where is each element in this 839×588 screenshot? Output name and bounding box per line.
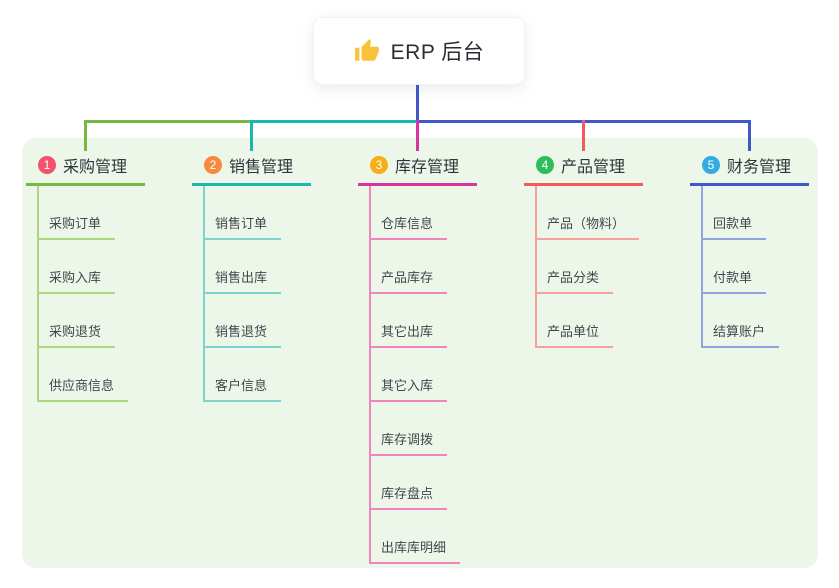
mindmap-panel-background [22, 138, 818, 568]
child-node[interactable]: 产品分类 [537, 267, 614, 294]
child-node[interactable]: 仓库信息 [371, 213, 448, 240]
bus-segment-green [85, 120, 252, 123]
child-row: 其它出库 [371, 294, 477, 348]
child-node[interactable]: 供应商信息 [39, 375, 129, 402]
child-row: 销售出库 [205, 240, 311, 294]
child-node[interactable]: 产品（物料） [537, 213, 640, 240]
branch-connector-line [748, 120, 751, 151]
branch-title: 采购管理 [63, 159, 128, 176]
child-node[interactable]: 销售出库 [205, 267, 282, 294]
child-row: 采购入库 [39, 240, 145, 294]
child-row: 客户信息 [205, 348, 311, 402]
child-node[interactable]: 库存盘点 [371, 483, 448, 510]
branch: 2 销售管理 销售订单 销售出库 销售退货 客户信息 [192, 150, 311, 402]
child-row: 采购退货 [39, 294, 145, 348]
child-row: 出库库明细 [371, 510, 477, 564]
branch-number-badge: 1 [38, 156, 56, 174]
branch: 5 财务管理 回款单 付款单 结算账户 [690, 150, 809, 348]
branch-number-badge: 3 [370, 156, 388, 174]
branch: 1 采购管理 采购订单 采购入库 采购退货 供应商信息 [26, 150, 145, 402]
branch-children: 回款单 付款单 结算账户 [701, 186, 809, 348]
child-node[interactable]: 客户信息 [205, 375, 282, 402]
child-node[interactable]: 库存调拨 [371, 429, 448, 456]
root-node[interactable]: ERP 后台 [313, 17, 525, 85]
child-row: 回款单 [703, 186, 809, 240]
child-row: 仓库信息 [371, 186, 477, 240]
branch-connector-line [84, 120, 87, 151]
child-row: 付款单 [703, 240, 809, 294]
child-node[interactable]: 采购退货 [39, 321, 116, 348]
child-row: 库存盘点 [371, 456, 477, 510]
child-node[interactable]: 销售订单 [205, 213, 282, 240]
child-node[interactable]: 其它入库 [371, 375, 448, 402]
child-row: 产品单位 [537, 294, 643, 348]
branch-connector-line [582, 120, 585, 151]
child-row: 产品库存 [371, 240, 477, 294]
branch-header[interactable]: 2 销售管理 [192, 150, 311, 186]
child-node[interactable]: 其它出库 [371, 321, 448, 348]
branch-title: 财务管理 [727, 159, 792, 176]
thumbs-up-icon [354, 38, 380, 64]
child-node[interactable]: 产品单位 [537, 321, 614, 348]
child-node[interactable]: 销售退货 [205, 321, 282, 348]
branch-children: 仓库信息 产品库存 其它出库 其它入库 库存调拨 库存盘点 出库库明细 [369, 186, 477, 564]
child-node[interactable]: 结算账户 [703, 321, 780, 348]
branch-children: 销售订单 销售出库 销售退货 客户信息 [203, 186, 311, 402]
child-node[interactable]: 付款单 [703, 267, 767, 294]
child-row: 销售退货 [205, 294, 311, 348]
root-connector-line [416, 83, 419, 123]
branch-number-badge: 2 [204, 156, 222, 174]
child-node[interactable]: 产品库存 [371, 267, 448, 294]
child-row: 产品（物料） [537, 186, 643, 240]
branch-connector-line [416, 120, 419, 151]
child-row: 销售订单 [205, 186, 311, 240]
branch-title: 库存管理 [395, 159, 460, 176]
child-row: 其它入库 [371, 348, 477, 402]
child-node[interactable]: 采购订单 [39, 213, 116, 240]
child-node[interactable]: 出库库明细 [371, 537, 461, 564]
branch-number-badge: 4 [536, 156, 554, 174]
branch-header[interactable]: 1 采购管理 [26, 150, 145, 186]
branch-title: 产品管理 [561, 159, 626, 176]
child-row: 结算账户 [703, 294, 809, 348]
branch-number-badge: 5 [702, 156, 720, 174]
branch-header[interactable]: 3 库存管理 [358, 150, 477, 186]
child-row: 采购订单 [39, 186, 145, 240]
branch: 3 库存管理 仓库信息 产品库存 其它出库 其它入库 库存调拨 库存盘点 出库库… [358, 150, 477, 564]
child-row: 产品分类 [537, 240, 643, 294]
child-node[interactable]: 回款单 [703, 213, 767, 240]
branch-title: 销售管理 [229, 159, 294, 176]
branch-header[interactable]: 5 财务管理 [690, 150, 809, 186]
branch-connector-line [250, 120, 253, 151]
root-label: ERP 后台 [390, 41, 485, 64]
child-row: 供应商信息 [39, 348, 145, 402]
branch-children: 采购订单 采购入库 采购退货 供应商信息 [37, 186, 145, 402]
branch-children: 产品（物料） 产品分类 产品单位 [535, 186, 643, 348]
branch: 4 产品管理 产品（物料） 产品分类 产品单位 [524, 150, 643, 348]
child-node[interactable]: 采购入库 [39, 267, 116, 294]
child-row: 库存调拨 [371, 402, 477, 456]
bus-segment-teal [251, 120, 418, 123]
branch-header[interactable]: 4 产品管理 [524, 150, 643, 186]
